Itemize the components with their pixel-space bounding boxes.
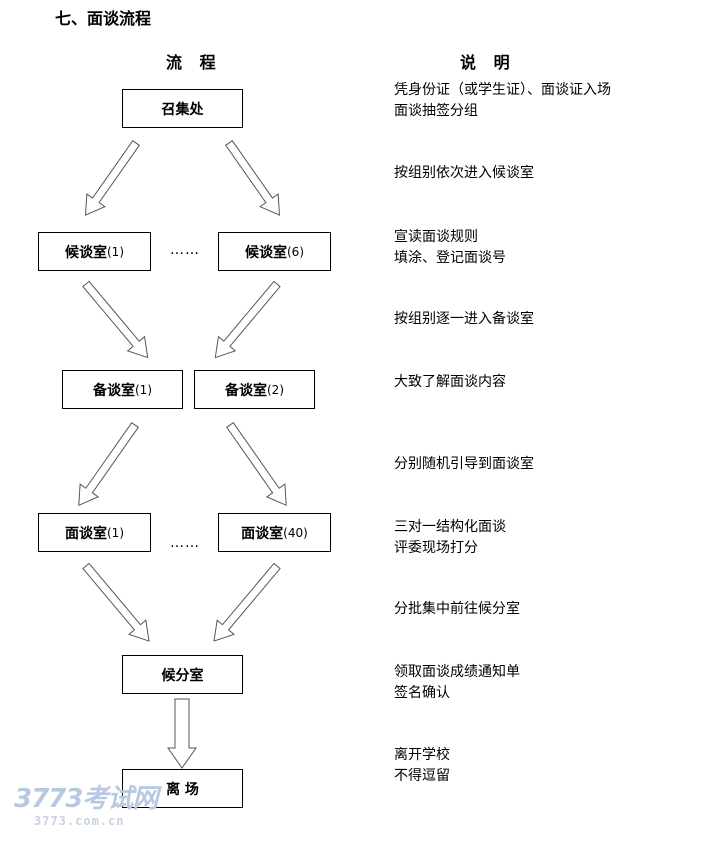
- description-4: 按组别逐一进入备谈室: [394, 309, 534, 330]
- watermark-url: 3773.com.cn: [34, 814, 125, 828]
- description-10: 离开学校 不得逗留: [394, 745, 450, 787]
- description-9-line-1: 领取面谈成绩通知单: [394, 664, 520, 680]
- arrow-waiting6-to-prep2: [214, 280, 281, 359]
- box-prep-room-1: 备谈室(1): [62, 370, 183, 409]
- box-interview-room-40-num: (40): [283, 525, 308, 540]
- description-3-line-2: 填涂、登记面谈号: [394, 250, 506, 266]
- box-waiting-room-6-num: (6): [287, 244, 304, 259]
- description-9-line-2: 签名确认: [394, 685, 450, 701]
- description-8-line-1: 分批集中前往候分室: [394, 601, 520, 617]
- arrow-interview40-to-scorewait: [213, 562, 281, 642]
- description-1-line-2: 面谈抽签分组: [394, 103, 478, 119]
- description-6: 分别随机引导到面谈室: [394, 454, 534, 475]
- arrow-scorewait-to-exit: [167, 698, 197, 769]
- description-9: 领取面谈成绩通知单 签名确认: [394, 662, 520, 704]
- description-2-line-1: 按组别依次进入候谈室: [394, 165, 534, 181]
- description-7-line-1: 三对一结构化面谈: [394, 519, 506, 535]
- arrow-prep1-to-interview1: [78, 422, 139, 507]
- box-interview-room-40-label: 面谈室: [241, 525, 284, 542]
- ellipsis-waiting: ……: [170, 242, 200, 258]
- box-prep-room-1-label: 备谈室: [93, 382, 135, 399]
- box-prep-room-2-num: (2): [267, 382, 284, 397]
- flow-column-header: 流 程: [166, 53, 222, 72]
- explanation-column-header: 说 明: [460, 53, 516, 72]
- box-waiting-room-1: 候谈室(1): [38, 232, 151, 271]
- watermark-logo: 3773考试网: [14, 784, 158, 814]
- box-waiting-room-6: 候谈室(6): [218, 232, 331, 271]
- box-interview-room-1-label: 面谈室: [65, 525, 107, 542]
- description-2: 按组别依次进入候谈室: [394, 163, 534, 184]
- ellipsis-interview: ……: [170, 535, 200, 551]
- description-1-line-1: 凭身份证（或学生证）、面谈证入场: [394, 82, 611, 98]
- box-prep-room-2: 备谈室(2): [194, 370, 315, 409]
- box-assembly: 召集处: [122, 89, 243, 128]
- arrow-interview1-to-scorewait: [82, 562, 150, 642]
- box-assembly-label: 召集处: [161, 101, 204, 118]
- description-3: 宣读面谈规则 填涂、登记面谈号: [394, 227, 506, 269]
- box-interview-room-1-num: (1): [107, 525, 124, 540]
- description-5: 大致了解面谈内容: [394, 372, 506, 393]
- box-waiting-room-1-label: 候谈室: [65, 244, 107, 261]
- description-5-line-1: 大致了解面谈内容: [394, 374, 506, 390]
- box-score-waiting-room: 候分室: [122, 655, 243, 694]
- description-4-line-1: 按组别逐一进入备谈室: [394, 311, 534, 327]
- box-exit: 离 场: [122, 769, 243, 808]
- description-10-line-2: 不得逗留: [394, 768, 450, 784]
- section-title: 七、面谈流程: [55, 9, 152, 28]
- arrow-assembly-to-waiting1: [84, 140, 140, 216]
- description-7-line-2: 评委现场打分: [394, 540, 478, 556]
- box-interview-room-40: 面谈室 (40): [218, 513, 331, 552]
- box-exit-label: 离 场: [166, 781, 199, 798]
- description-3-line-1: 宣读面谈规则: [394, 229, 478, 245]
- description-1: 凭身份证（或学生证）、面谈证入场 面谈抽签分组: [394, 80, 611, 122]
- box-interview-room-1: 面谈室(1): [38, 513, 151, 552]
- arrow-assembly-to-waiting6: [225, 140, 281, 216]
- description-8: 分批集中前往候分室: [394, 599, 520, 620]
- description-10-line-1: 离开学校: [394, 747, 450, 763]
- box-waiting-room-6-label: 候谈室: [245, 244, 287, 261]
- box-waiting-room-1-num: (1): [107, 244, 124, 259]
- description-6-line-1: 分别随机引导到面谈室: [394, 456, 534, 472]
- box-prep-room-1-num: (1): [135, 382, 152, 397]
- arrow-waiting1-to-prep1: [82, 280, 149, 359]
- box-prep-room-2-label: 备谈室: [225, 382, 267, 399]
- box-score-waiting-room-label: 候分室: [161, 667, 204, 684]
- arrow-prep2-to-interview40: [226, 422, 287, 507]
- description-7: 三对一结构化面谈 评委现场打分: [394, 517, 506, 559]
